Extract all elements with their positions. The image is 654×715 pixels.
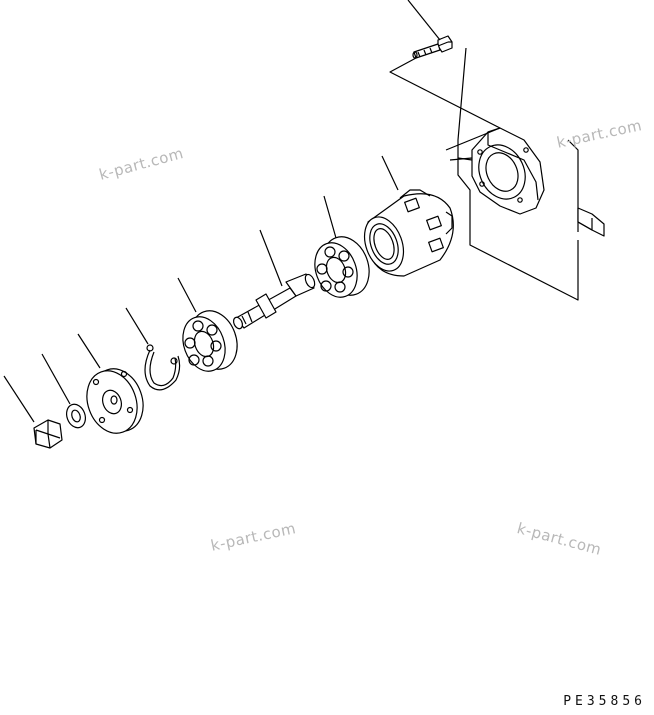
bearing-left (177, 277, 238, 372)
washer (41, 353, 87, 429)
housing (363, 155, 454, 277)
nut (3, 375, 63, 449)
drawing-code: PE35856 (563, 694, 646, 709)
shaft (232, 229, 316, 330)
bolt (389, 0, 501, 129)
flange (77, 333, 144, 434)
bracket-flange (445, 127, 545, 215)
bearing-right (314, 195, 370, 298)
snap-ring (125, 307, 181, 391)
mounting-plate (457, 47, 605, 301)
